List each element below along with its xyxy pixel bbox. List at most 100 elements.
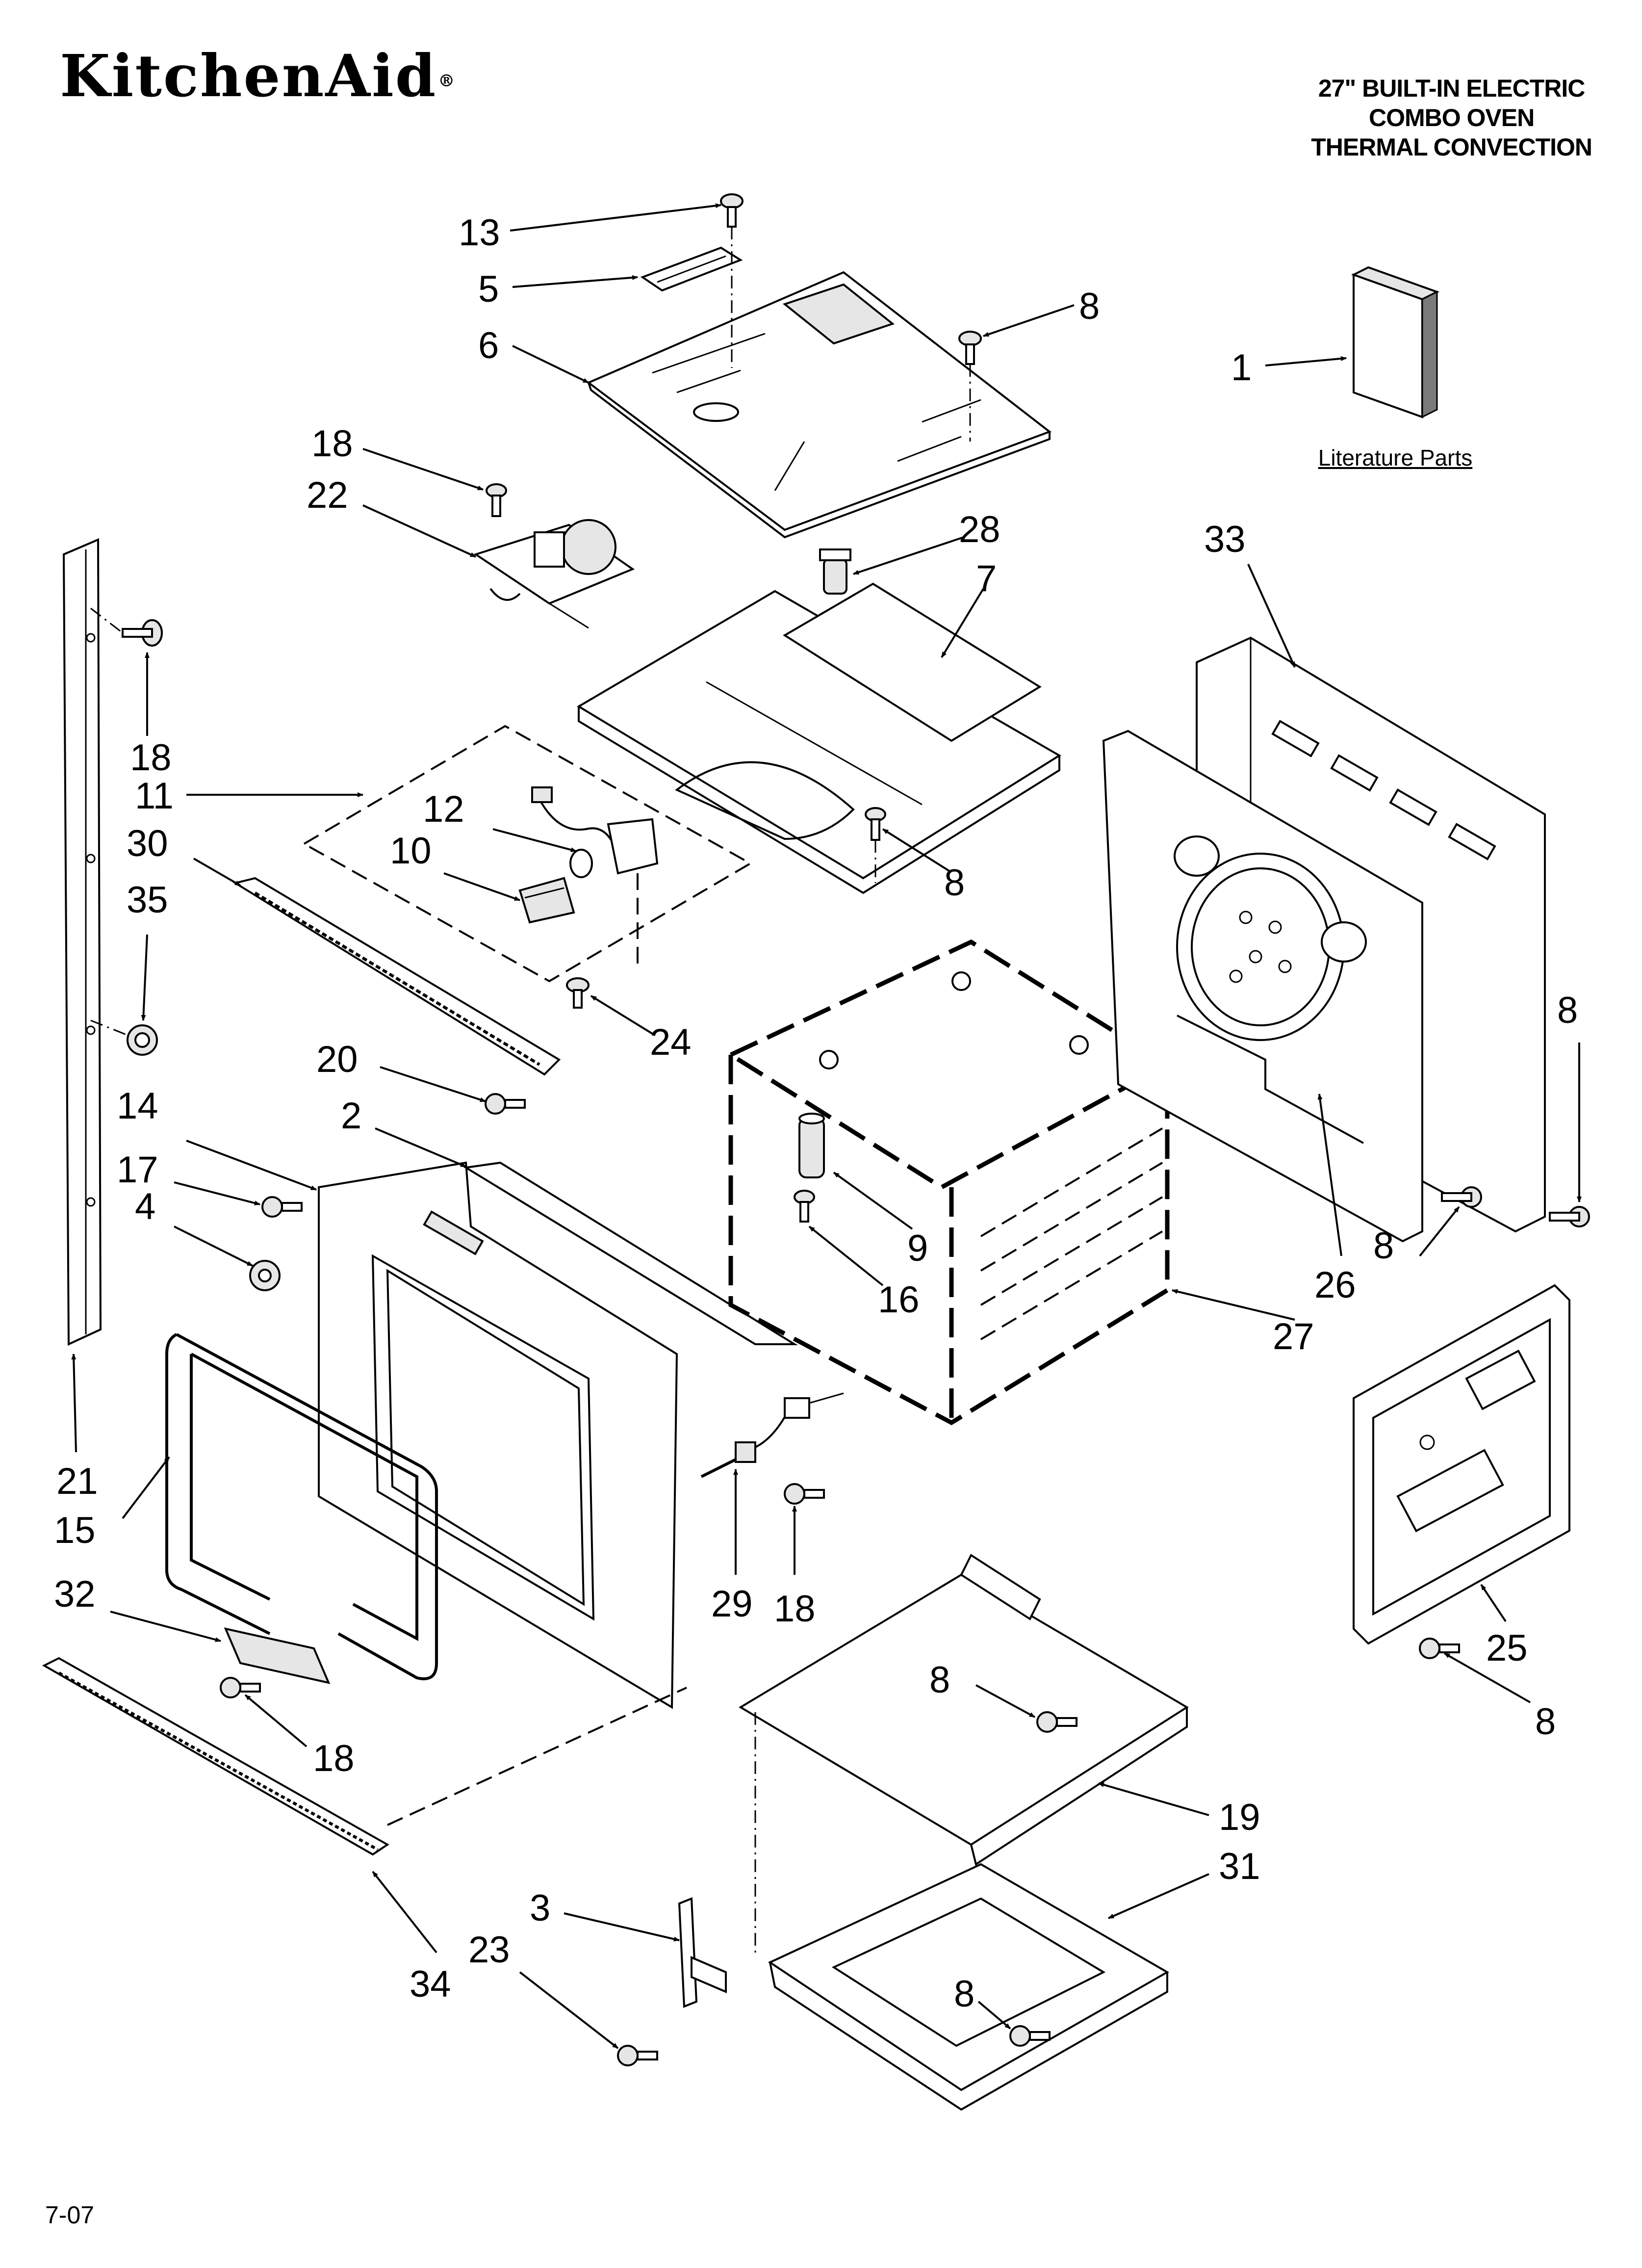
callout-8b: 8 <box>944 862 965 904</box>
leader-8f <box>1444 1652 1531 1703</box>
leader-8b <box>882 828 950 872</box>
callout-3: 3 <box>530 1887 550 1929</box>
bracket-32 <box>224 1627 331 1684</box>
inner-back-panel-26 <box>1102 730 1423 1243</box>
oven-top-shield-7 <box>577 582 1061 894</box>
screw-8-bracket <box>1419 1638 1460 1659</box>
leader-33 <box>1247 564 1296 668</box>
callout-18a: 18 <box>311 423 353 465</box>
sensor-9 <box>798 1113 825 1178</box>
leader-20 <box>380 1066 486 1102</box>
bracket-assembly-22 <box>473 519 635 629</box>
leader-8g <box>977 2001 1011 2030</box>
callout-31: 31 <box>1219 1846 1260 1887</box>
screw-8-top <box>958 331 982 442</box>
title-line-1: 27" BUILT-IN ELECTRIC <box>1318 75 1585 102</box>
top-panel-part <box>587 271 1052 539</box>
callout-18b: 18 <box>130 737 172 779</box>
leader-lines <box>71 203 1582 2049</box>
callout-35: 35 <box>127 879 168 921</box>
registered-mark: ® <box>438 71 457 91</box>
brand-name: KitchenAid <box>60 42 437 110</box>
screw-18-upper <box>486 483 507 517</box>
leader-8e <box>975 1684 1035 1718</box>
leader-10 <box>443 872 520 901</box>
small-bracket-part <box>640 246 743 292</box>
callout-20: 20 <box>316 1039 358 1080</box>
leader-18d <box>244 1694 308 1747</box>
leader-4 <box>174 1225 253 1267</box>
screw-16 <box>794 1190 815 1223</box>
screw-8-tray <box>1009 2025 1051 2047</box>
screw-18-sensor <box>784 1483 825 1505</box>
oven-cavity-27 <box>726 939 1172 1426</box>
leader-19 <box>1098 1782 1209 1816</box>
leader-34 <box>372 1871 437 1954</box>
screw-13 <box>720 193 744 368</box>
brand-logo: KitchenAid® <box>60 47 456 105</box>
leader-28 <box>853 536 964 575</box>
side-trim-21 <box>62 538 102 1346</box>
callout-18d: 18 <box>313 1738 355 1779</box>
callout-16: 16 <box>878 1279 920 1321</box>
callout-4: 4 <box>135 1186 155 1227</box>
vent-grille-34 <box>42 1657 389 1856</box>
model-title: 27" BUILT-IN ELECTRIC COMBO OVEN THERMAL… <box>1311 74 1592 162</box>
leader-8d <box>1419 1206 1460 1257</box>
callout-8a: 8 <box>1079 286 1100 327</box>
literature-parts-label: Literature Parts <box>1318 445 1473 470</box>
leader-35 <box>141 934 148 1021</box>
leader-6 <box>512 345 589 384</box>
leader-24 <box>590 995 656 1036</box>
callout-27: 27 <box>1273 1316 1314 1357</box>
callout-8f: 8 <box>1535 1701 1556 1743</box>
callout-12: 12 <box>423 788 464 830</box>
leader-13 <box>510 203 721 232</box>
callout-8g: 8 <box>954 1973 975 2015</box>
callout-8e: 8 <box>929 1659 950 1701</box>
screw-8-bottom <box>1036 1711 1078 1733</box>
callout-25: 25 <box>1486 1627 1528 1669</box>
leader-16 <box>808 1225 884 1286</box>
callout-23: 23 <box>468 1929 510 1971</box>
callout-9: 9 <box>907 1227 928 1269</box>
knob-4 <box>249 1260 281 1291</box>
callout-13: 13 <box>459 212 500 254</box>
callout-1: 1 <box>1231 347 1252 389</box>
callout-29: 29 <box>711 1583 753 1625</box>
leader-32 <box>110 1611 221 1642</box>
callout-labels: 13 5 6 8 1 18 22 28 7 33 18 11 12 10 30 … <box>54 212 1578 2015</box>
callout-10: 10 <box>390 830 432 872</box>
callout-24: 24 <box>650 1021 692 1063</box>
screw-8-rear-right <box>1549 1206 1590 1227</box>
leader-8a <box>983 304 1075 337</box>
callout-14: 14 <box>117 1085 158 1127</box>
callout-22: 22 <box>307 474 348 516</box>
screw-18-left <box>90 607 163 647</box>
leader-31 <box>1108 1873 1209 1919</box>
leader-18a <box>362 448 484 491</box>
screw-8-rear <box>1441 1186 1482 1208</box>
screw-17 <box>261 1196 303 1218</box>
bottom-tray-31 <box>768 1863 1170 2111</box>
date-code: 7-07 <box>45 2201 95 2229</box>
bracket-3 <box>678 1897 727 2008</box>
callout-18c: 18 <box>774 1588 816 1630</box>
leader-1 <box>1265 356 1347 366</box>
title-line-3: THERMAL CONVECTION <box>1311 133 1592 161</box>
door-gasket-15 <box>165 1333 438 1680</box>
leader-17 <box>174 1181 260 1206</box>
screw-8-mid <box>865 807 886 883</box>
leader-14 <box>186 1140 317 1191</box>
front-frame-2 <box>318 1161 798 1709</box>
callout-8d: 8 <box>1373 1225 1394 1267</box>
leader-27 <box>1172 1289 1295 1321</box>
callout-17: 17 <box>117 1149 158 1191</box>
literature-book-part <box>1351 266 1440 418</box>
leader-3 <box>564 1912 680 1942</box>
leader-26 <box>1317 1094 1342 1256</box>
callout-28: 28 <box>959 509 1001 550</box>
screw-20 <box>485 1093 526 1115</box>
